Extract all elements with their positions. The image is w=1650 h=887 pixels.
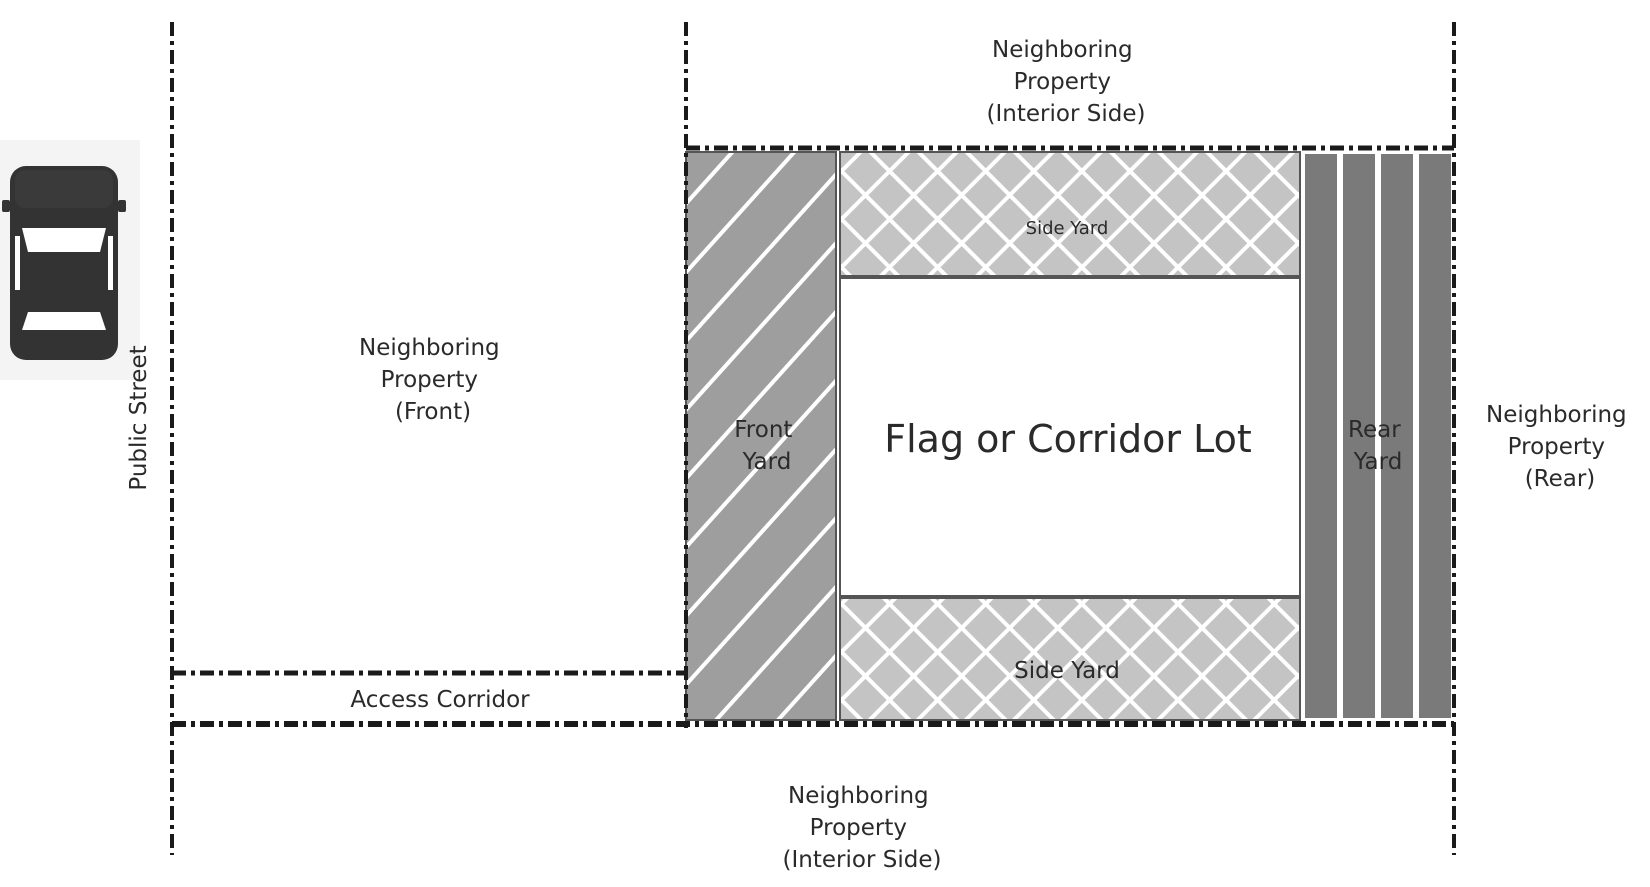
lot-title: Flag or Corridor Lot (884, 417, 1252, 461)
front-yard-area (685, 151, 837, 721)
side-yard-top-area (839, 151, 1301, 277)
neighbor-top-label: Neighboring Property (Interior Side) (987, 37, 1146, 127)
car-icon (0, 140, 140, 380)
side-yard-bottom-label: Side Yard (1014, 658, 1120, 684)
side-yard-bottom-area (839, 597, 1301, 721)
neighbor-rear-label: Neighboring Property (Rear) (1486, 402, 1634, 492)
rear-yard-label: Rear Yard (1348, 417, 1408, 475)
front-yard-label: Front Yard (734, 417, 800, 475)
property-boundaries (170, 22, 1456, 855)
neighbor-bottom-label: Neighboring Property (Interior Side) (783, 783, 942, 873)
neighbor-front-label: Neighboring Property (Front) (359, 335, 507, 425)
rear-yard-area (1302, 152, 1451, 720)
public-street-label: Public Street (126, 345, 152, 490)
building-area (839, 277, 1301, 597)
access-corridor-label: Access Corridor (350, 687, 530, 713)
side-yard-top-label: Side Yard (1026, 218, 1109, 239)
